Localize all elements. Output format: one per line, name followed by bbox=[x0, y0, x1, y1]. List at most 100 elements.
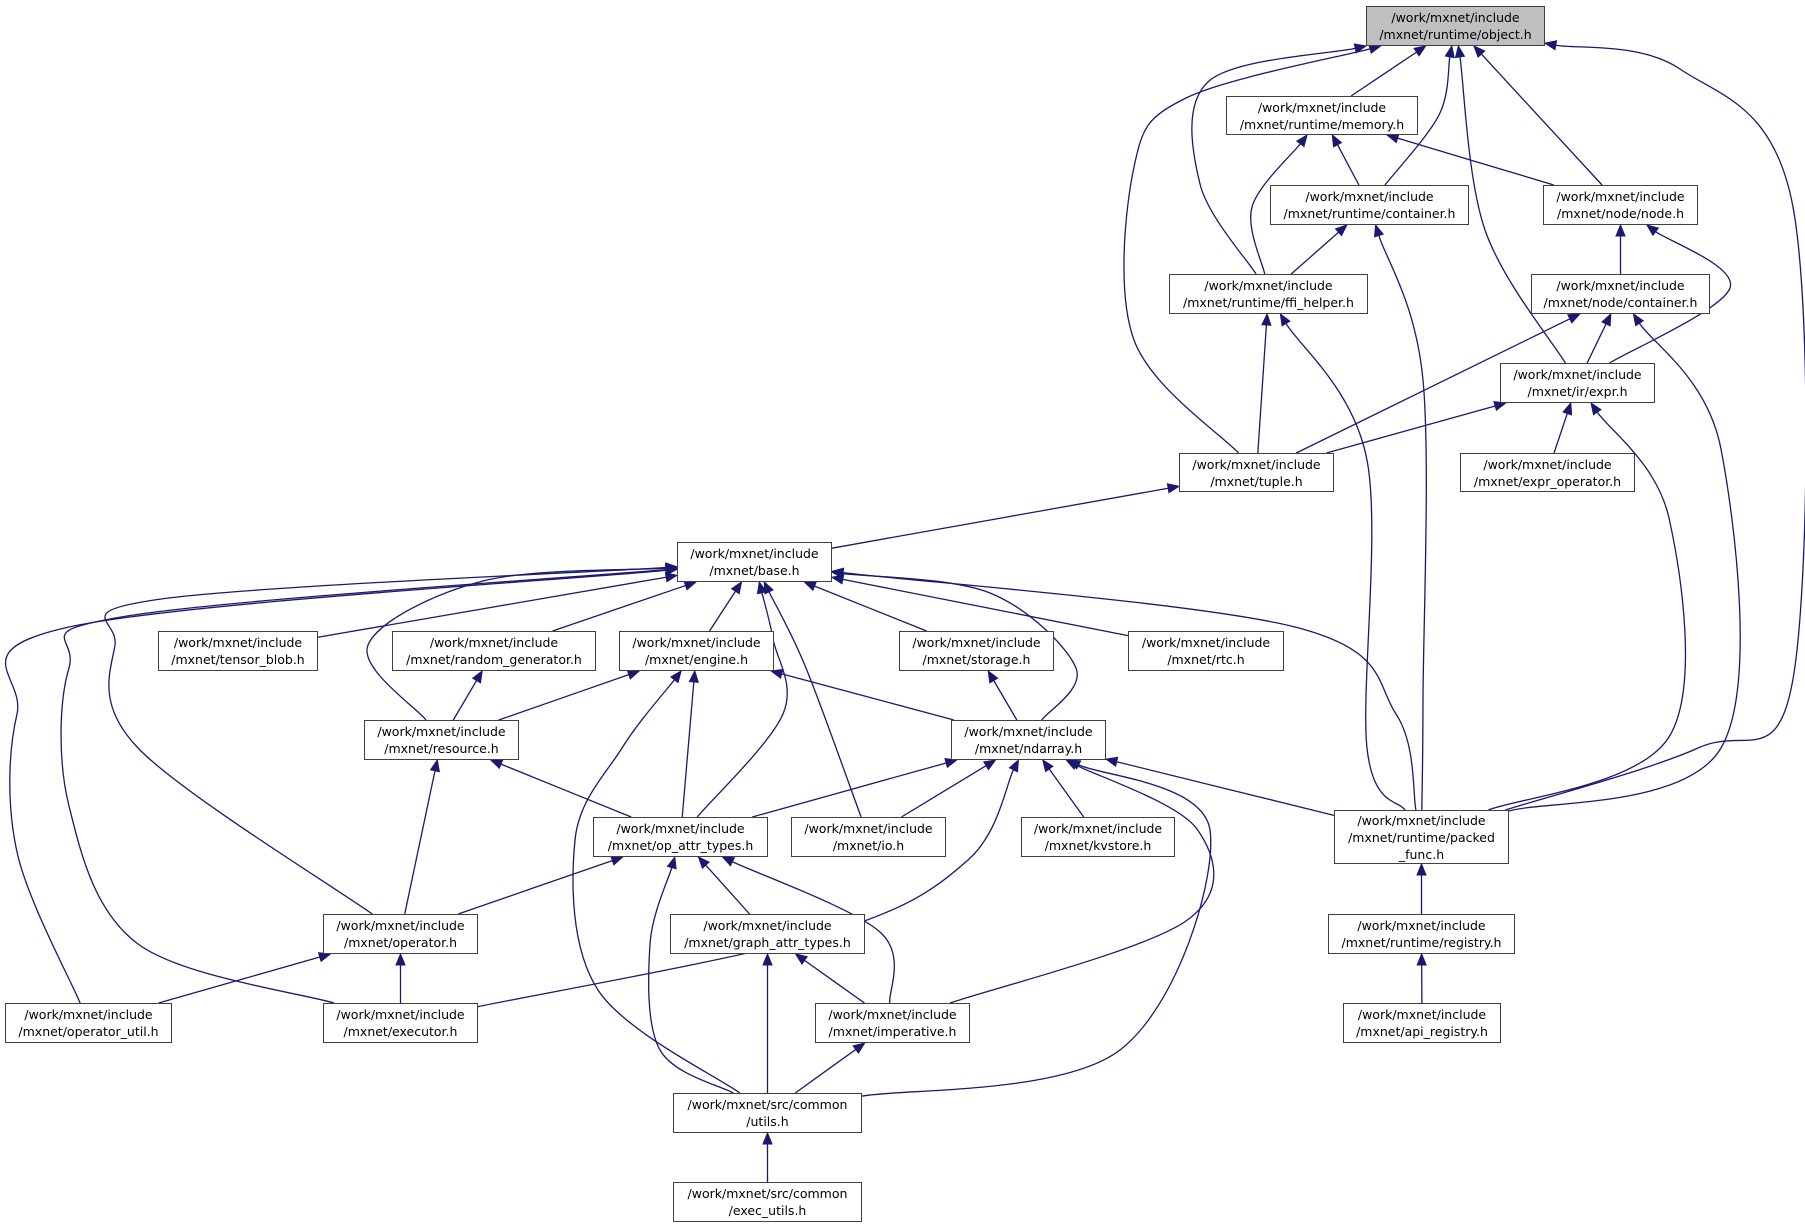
node-label-line: /mxnet/base.h bbox=[709, 563, 800, 578]
graph-node-rt-container[interactable]: /work/mxnet/include/mxnet/runtime/contai… bbox=[1270, 185, 1469, 225]
graph-node-expr-operator[interactable]: /work/mxnet/include/mxnet/expr_operator.… bbox=[1460, 453, 1635, 492]
node-label-line: /mxnet/ir/expr.h bbox=[1527, 384, 1628, 399]
node-label-line: /mxnet/node/node.h bbox=[1556, 206, 1684, 221]
graph-node-rtc[interactable]: /work/mxnet/include/mxnet/rtc.h bbox=[1128, 631, 1284, 671]
edge-utils-to-imperative bbox=[794, 1048, 857, 1094]
node-label-line: /mxnet/executor.h bbox=[343, 1024, 458, 1039]
graph-node-object[interactable]: /work/mxnet/include/mxnet/runtime/object… bbox=[1366, 6, 1545, 46]
node-label-line: /mxnet/tuple.h bbox=[1210, 473, 1303, 489]
node-label-line: /mxnet/api_registry.h bbox=[1356, 1024, 1488, 1039]
graph-node-ffi-helper[interactable]: /work/mxnet/include/mxnet/runtime/ffi_he… bbox=[1169, 274, 1368, 314]
graph-node-operator[interactable]: /work/mxnet/include/mxnet/operator.h bbox=[323, 914, 478, 954]
graph-node-utils[interactable]: /work/mxnet/src/common/utils.h bbox=[673, 1093, 862, 1133]
graph-node-engine[interactable]: /work/mxnet/include/mxnet/engine.h bbox=[619, 631, 774, 671]
arrowhead-icon bbox=[1166, 483, 1181, 494]
node-label-line: /mxnet/runtime/object.h bbox=[1379, 27, 1532, 42]
graph-node-kvstore[interactable]: /work/mxnet/include/mxnet/kvstore.h bbox=[1021, 817, 1175, 857]
arrowhead-icon bbox=[665, 564, 679, 575]
graph-node-node-node[interactable]: /work/mxnet/include/mxnet/node/node.h bbox=[1543, 185, 1698, 225]
edge-executor-to-ndarray bbox=[477, 769, 1015, 1008]
arrowhead-icon bbox=[1543, 40, 1558, 51]
graph-node-op-attr-types[interactable]: /work/mxnet/include/mxnet/op_attr_types.… bbox=[593, 817, 768, 857]
node-label-line: /mxnet/op_attr_types.h bbox=[607, 838, 754, 853]
arrowhead-icon bbox=[1645, 224, 1660, 237]
edge-ndarray-to-storage bbox=[993, 680, 1018, 721]
graph-node-registry[interactable]: /work/mxnet/include/mxnet/runtime/regist… bbox=[1328, 914, 1515, 954]
arrowhead-icon bbox=[1590, 401, 1602, 416]
graph-node-tuple[interactable]: /work/mxnet/include/mxnet/tuple.h bbox=[1179, 453, 1334, 492]
edge-op_attr_types-to-engine bbox=[681, 681, 695, 818]
edge-node_node-to-memory bbox=[1397, 137, 1554, 186]
edge-packed_func-to-node_container bbox=[1508, 322, 1741, 812]
edge-ffi_helper-to-rt_container bbox=[1290, 231, 1339, 275]
arrowhead-icon bbox=[756, 580, 768, 595]
edge-ffi_helper-to-memory bbox=[1250, 143, 1301, 275]
edge-rtc-to-base bbox=[842, 578, 1129, 637]
arrowhead-icon bbox=[1493, 401, 1508, 412]
edge-packed_func-to-ir_expr bbox=[1488, 411, 1687, 811]
edge-executor-to-base bbox=[60, 568, 667, 1004]
graph-node-api-registry[interactable]: /work/mxnet/include/mxnet/api_registry.h bbox=[1343, 1003, 1501, 1043]
arrowhead-icon bbox=[1615, 223, 1626, 237]
arrowhead-icon bbox=[395, 952, 406, 966]
node-label-line: /work/mxnet/include bbox=[828, 1007, 957, 1022]
node-label-line: /work/mxnet/include bbox=[1033, 821, 1163, 836]
graph-node-base[interactable]: /work/mxnet/include/mxnet/base.h bbox=[677, 542, 832, 582]
node-label-line: /work/mxnet/include bbox=[690, 546, 819, 561]
graph-node-storage[interactable]: /work/mxnet/include/mxnet/storage.h bbox=[899, 631, 1054, 671]
graph-node-memory[interactable]: /work/mxnet/include/mxnet/runtime/memory… bbox=[1226, 96, 1418, 135]
edge-packed_func-to-ffi_helper bbox=[1285, 323, 1406, 811]
node-label-line: /work/mxnet/include bbox=[912, 635, 1041, 650]
arrowhead-icon bbox=[1416, 952, 1427, 966]
graph-node-operator-util[interactable]: /work/mxnet/include/mxnet/operator_util.… bbox=[5, 1003, 172, 1043]
node-label-line: /work/mxnet/include bbox=[964, 724, 1093, 739]
arrowhead-icon bbox=[987, 669, 999, 684]
edge-resource-to-engine bbox=[498, 674, 630, 721]
graph-node-executor[interactable]: /work/mxnet/include/mxnet/executor.h bbox=[323, 1003, 478, 1043]
edge-operator-to-base bbox=[104, 566, 667, 915]
edge-node_node-to-object bbox=[1480, 53, 1603, 186]
arrowhead-icon bbox=[763, 580, 774, 595]
arrowhead-icon bbox=[730, 580, 743, 595]
node-label-line: /exec_utils.h bbox=[728, 1203, 807, 1218]
node-label-line: /work/mxnet/include bbox=[1357, 812, 1486, 828]
arrowhead-icon bbox=[1008, 758, 1020, 773]
node-label-line: /work/mxnet/include bbox=[1357, 1007, 1487, 1022]
node-label-line: /work/mxnet/src/common bbox=[687, 1186, 848, 1201]
node-label-line: /mxnet/runtime/packed bbox=[1348, 829, 1495, 845]
node-label-line: /work/mxnet/include bbox=[616, 821, 745, 836]
graph-node-resource[interactable]: /work/mxnet/include/mxnet/resource.h bbox=[364, 720, 519, 760]
node-label-line: /work/mxnet/include bbox=[804, 821, 933, 836]
node-label-line: /mxnet/random_generator.h bbox=[406, 652, 582, 667]
arrowhead-icon bbox=[489, 759, 504, 770]
node-label-line: /work/mxnet/include bbox=[1357, 918, 1486, 933]
edge-operator_util-to-base bbox=[4, 569, 667, 1004]
node-label-line: /work/mxnet/include bbox=[1391, 10, 1520, 25]
graph-node-graph-attr-types[interactable]: /work/mxnet/include/mxnet/graph_attr_typ… bbox=[670, 914, 865, 954]
arrowhead-icon bbox=[721, 856, 736, 867]
graph-node-random-generator[interactable]: /work/mxnet/include/mxnet/random_generat… bbox=[392, 631, 596, 671]
arrowhead-icon bbox=[1353, 43, 1368, 54]
graph-node-imperative[interactable]: /work/mxnet/include/mxnet/imperative.h bbox=[815, 1003, 970, 1043]
node-label-line: /mxnet/tensor_blob.h bbox=[171, 652, 305, 667]
arrowhead-icon bbox=[1373, 223, 1384, 238]
arrowhead-icon bbox=[1385, 133, 1400, 144]
graph-node-exec-utils[interactable]: /work/mxnet/src/common/exec_utils.h bbox=[673, 1182, 862, 1222]
node-label-line: /work/mxnet/include bbox=[1556, 189, 1685, 204]
graph-node-ir-expr[interactable]: /work/mxnet/include/mxnet/ir/expr.h bbox=[1500, 363, 1655, 403]
edge-tuple-to-ffi_helper bbox=[1257, 324, 1268, 454]
graph-node-ndarray[interactable]: /work/mxnet/include/mxnet/ndarray.h bbox=[951, 720, 1106, 760]
graph-node-io[interactable]: /work/mxnet/include/mxnet/io.h bbox=[791, 817, 946, 857]
arrowhead-icon bbox=[1601, 312, 1612, 327]
arrowhead-icon bbox=[429, 758, 441, 773]
edge-ir_expr-to-node_container bbox=[1586, 323, 1607, 364]
graph-node-packed-func[interactable]: /work/mxnet/include/mxnet/runtime/packed… bbox=[1334, 810, 1509, 864]
edge-imperative-to-op_attr_types bbox=[732, 861, 895, 1004]
arrowhead-icon bbox=[669, 669, 682, 684]
graph-node-node-container[interactable]: /work/mxnet/include/mxnet/node/container… bbox=[1531, 274, 1710, 314]
node-label-line: /work/mxnet/include bbox=[336, 1007, 465, 1022]
edge-ir_expr-to-node_node bbox=[1609, 231, 1731, 364]
graph-node-tensor-blob[interactable]: /work/mxnet/include/mxnet/tensor_blob.h bbox=[158, 631, 318, 671]
arrowhead-icon bbox=[1413, 45, 1427, 57]
edge-resource-to-random_generator bbox=[452, 680, 478, 721]
